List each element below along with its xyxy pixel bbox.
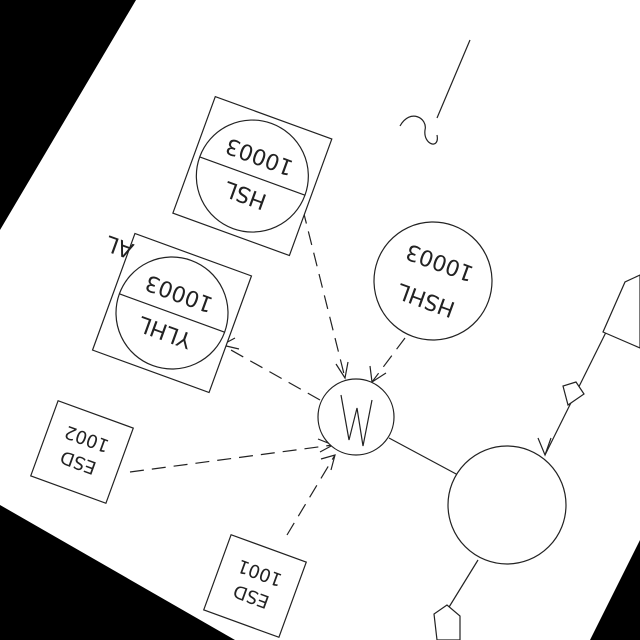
arrowhead-esd1: [320, 454, 336, 471]
flow-arrow-right: [537, 437, 552, 457]
instrument-hshl: HSHL 10003: [373, 221, 493, 341]
sheet-corner-bottom-right: [590, 540, 640, 640]
valve-body: [447, 445, 567, 565]
actuator-stem: [388, 437, 459, 476]
instrument-hsl: HSL 10003: [172, 95, 333, 257]
ylhl-divider: [119, 293, 225, 333]
sheet-corner-bottom-left: [0, 505, 235, 640]
signal-hshl-to-solenoid: [371, 337, 406, 383]
instrument-esd-1001: ESD 1001: [202, 533, 308, 639]
signal-hsl-to-solenoid: [302, 209, 346, 379]
solenoid-actuator: [317, 378, 395, 456]
esd-1002-box: [29, 399, 135, 505]
hsl-divider: [199, 156, 306, 196]
signal-esd2-to-solenoid: [129, 444, 334, 473]
signal-esd1-to-solenoid: [286, 454, 336, 536]
instrument-esd-1002: ESD 1002: [29, 399, 135, 505]
top-signal-line: [436, 39, 471, 119]
right-flow-element: [602, 274, 640, 349]
lower-process-line: [445, 559, 479, 613]
hshl-bubble: [373, 221, 493, 341]
arrowhead-hsl: [335, 361, 349, 380]
solenoid-coil-icon: [340, 394, 373, 447]
instrument-ylhl: YLHL 10003: [91, 232, 253, 394]
flow-indicator-upper: [562, 381, 585, 406]
esd-1001-box: [202, 533, 308, 639]
signal-solenoid-to-ylhl: [221, 344, 321, 401]
signal-curl: [399, 115, 438, 145]
flow-indicator-lower: [433, 604, 461, 640]
